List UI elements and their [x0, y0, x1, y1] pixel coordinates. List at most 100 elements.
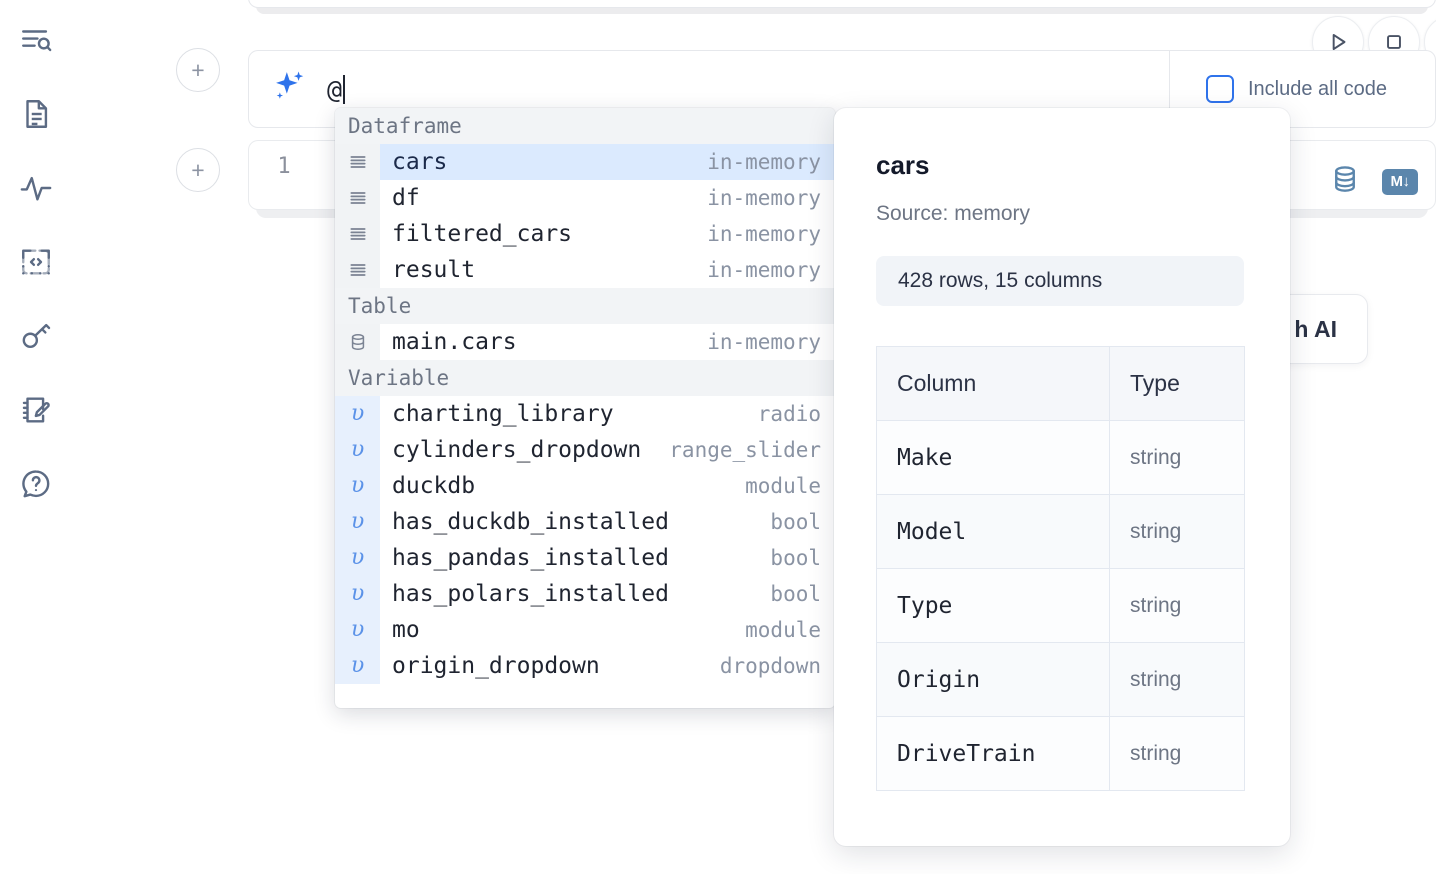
autocomplete-item-type: module	[745, 474, 821, 498]
outline-search-icon[interactable]	[14, 18, 58, 62]
autocomplete-section-table: Table	[335, 288, 835, 324]
schema-column-type: string	[1109, 568, 1245, 643]
cell-icon-group: M↓	[1330, 164, 1418, 199]
include-all-code-label: Include all code	[1248, 77, 1387, 100]
notebook-edit-icon[interactable]	[14, 388, 58, 432]
autocomplete-item-name: df	[392, 185, 420, 211]
autocomplete-item-type: in-memory	[707, 150, 821, 174]
schema-column-type: string	[1109, 420, 1245, 495]
variable-icon: υ	[335, 432, 380, 468]
schema-column-type: string	[1109, 716, 1245, 791]
autocomplete-section-dataframe: Dataframe	[335, 108, 835, 144]
schema-column-name: Origin	[876, 642, 1110, 717]
column-header-type: Type	[1109, 346, 1245, 421]
preview-stats: 428 rows, 15 columns	[876, 256, 1244, 306]
top-cell	[248, 0, 1436, 8]
autocomplete-item-type: in-memory	[707, 330, 821, 354]
preview-source: Source: memory	[876, 202, 1031, 225]
table-header-row: Column Type	[876, 346, 1245, 421]
code-snippet-icon[interactable]	[14, 240, 58, 284]
variable-icon: υ	[335, 540, 380, 576]
dataframe-preview-panel: cars Source: memory 428 rows, 15 columns…	[834, 108, 1290, 846]
autocomplete-item-name: cylinders_dropdown	[392, 437, 642, 463]
autocomplete-item-name: has_polars_installed	[392, 581, 669, 607]
variable-icon: υ	[335, 648, 380, 684]
sparkle-icon	[271, 68, 309, 111]
dataframe-icon	[335, 252, 380, 288]
document-icon[interactable]	[14, 92, 58, 136]
line-number: 1	[277, 154, 291, 179]
autocomplete-item-name: origin_dropdown	[392, 653, 600, 679]
markdown-badge-label: M	[1390, 173, 1404, 190]
autocomplete-item-type: bool	[770, 582, 821, 606]
variable-icon: υ	[335, 576, 380, 612]
autocomplete-item-name: filtered_cars	[392, 221, 573, 247]
top-cell-shadow	[256, 6, 1428, 14]
column-header-column: Column	[876, 346, 1110, 421]
autocomplete-item-name: charting_library	[392, 401, 614, 427]
markdown-icon[interactable]: M↓	[1382, 168, 1418, 195]
schema-column-name: DriveTrain	[876, 716, 1110, 791]
autocomplete-item-name: result	[392, 257, 476, 283]
markdown-arrow-icon: ↓	[1402, 173, 1411, 190]
left-icon-rail	[0, 0, 72, 874]
activity-icon[interactable]	[14, 166, 58, 210]
include-all-code-checkbox[interactable]	[1206, 75, 1234, 103]
schema-column-name: Model	[876, 494, 1110, 569]
autocomplete-item-type: dropdown	[719, 654, 821, 678]
add-cell-button-top[interactable]: +	[176, 48, 220, 92]
add-cell-button-bottom[interactable]: +	[176, 148, 220, 192]
key-icon[interactable]	[14, 314, 58, 358]
variable-icon: υ	[335, 396, 380, 432]
autocomplete-item[interactable]: υ has_pandas_installed bool	[335, 540, 835, 576]
autocomplete-item-name: cars	[392, 149, 448, 175]
schema-column-name: Make	[876, 420, 1110, 495]
schema-column-name: Type	[876, 568, 1110, 643]
dataframe-icon	[335, 144, 380, 180]
plus-icon: +	[191, 156, 205, 183]
database-icon[interactable]	[1330, 164, 1360, 199]
dataframe-icon	[335, 180, 380, 216]
dataframe-icon	[335, 216, 380, 252]
autocomplete-item-type: radio	[757, 402, 821, 426]
autocomplete-item-type: in-memory	[707, 258, 821, 282]
autocomplete-item[interactable]: υ origin_dropdown dropdown	[335, 648, 835, 684]
help-chat-icon[interactable]	[14, 462, 58, 506]
variable-icon: υ	[335, 504, 380, 540]
autocomplete-item-name: has_duckdb_installed	[392, 509, 669, 535]
autocomplete-item[interactable]: υ cylinders_dropdown range_slider	[335, 432, 835, 468]
table-db-icon	[335, 324, 380, 360]
autocomplete-item-type: module	[745, 618, 821, 642]
plus-icon: +	[191, 56, 205, 83]
autocomplete-item[interactable]: result in-memory	[335, 252, 835, 288]
autocomplete-section-variable: Variable	[335, 360, 835, 396]
preview-title: cars	[876, 150, 930, 180]
autocomplete-item-type: range_slider	[669, 438, 821, 462]
autocomplete-item[interactable]: cars in-memory	[335, 144, 835, 180]
autocomplete-item-type: bool	[770, 546, 821, 570]
autocomplete-item[interactable]: υ charting_library radio	[335, 396, 835, 432]
autocomplete-item-type: bool	[770, 510, 821, 534]
text-caret	[343, 74, 346, 104]
autocomplete-item-name: has_pandas_installed	[392, 545, 669, 571]
autocomplete-item[interactable]: υ has_duckdb_installed bool	[335, 504, 835, 540]
schema-column-type: string	[1109, 494, 1245, 569]
variable-icon: υ	[335, 612, 380, 648]
variable-icon: υ	[335, 468, 380, 504]
autocomplete-item-name: mo	[392, 617, 420, 643]
ai-prompt-input[interactable]: @	[327, 74, 346, 104]
autocomplete-item[interactable]: υ has_polars_installed bool	[335, 576, 835, 612]
